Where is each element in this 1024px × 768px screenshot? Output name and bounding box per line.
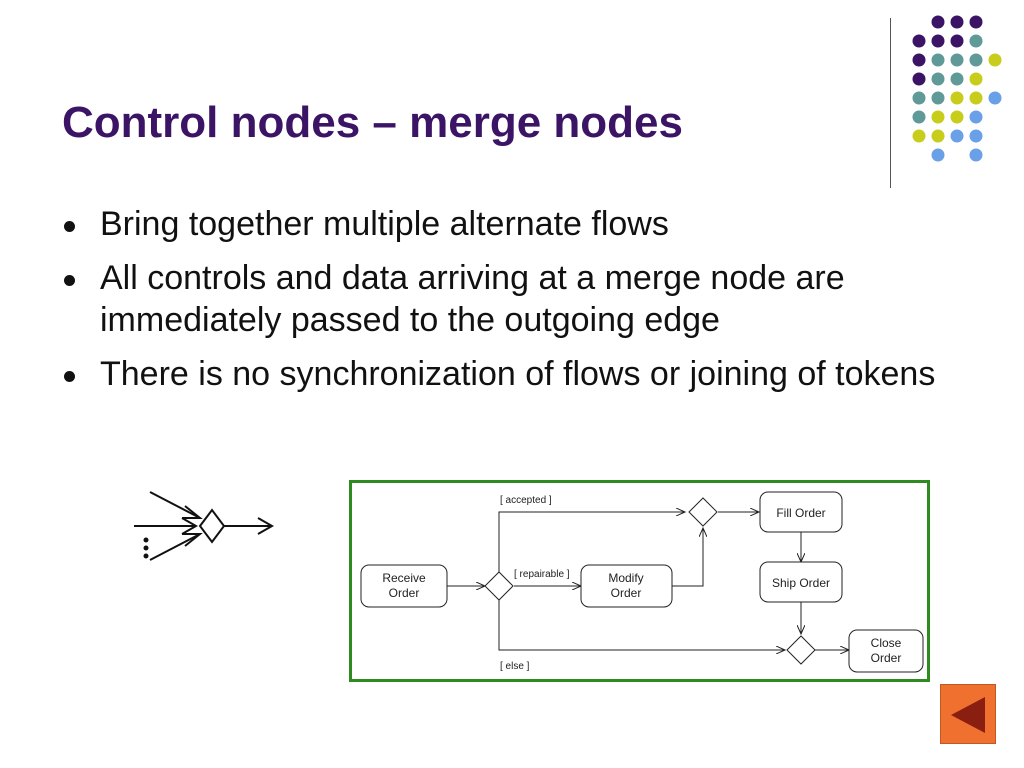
receive-order-label-1: Receive bbox=[382, 571, 426, 585]
decorative-dot bbox=[931, 110, 945, 124]
merge-node-close-icon bbox=[786, 635, 816, 665]
title-divider bbox=[890, 18, 891, 188]
decorative-dot bbox=[912, 53, 926, 67]
fill-order-label: Fill Order bbox=[776, 506, 825, 520]
bullet-text: Bring together multiple alternate flows bbox=[100, 205, 669, 243]
decorative-dot bbox=[950, 53, 964, 67]
close-order-label-2: Order bbox=[871, 651, 902, 665]
decorative-dot bbox=[950, 34, 964, 48]
decorative-dot-grid bbox=[912, 15, 1002, 162]
bullet-list: Bring together multiple alternate flows … bbox=[62, 203, 982, 407]
decorative-dot bbox=[969, 15, 983, 29]
decorative-dot bbox=[931, 34, 945, 48]
fill-order-node bbox=[759, 491, 843, 533]
bullet-item: There is no synchronization of flows or … bbox=[62, 353, 982, 395]
decorative-dot bbox=[950, 15, 964, 29]
merge-node-accepted-icon bbox=[688, 497, 718, 527]
decorative-dot bbox=[931, 148, 945, 162]
decorative-dot bbox=[912, 34, 926, 48]
guard-else: [ else ] bbox=[500, 661, 530, 672]
decorative-dot bbox=[931, 15, 945, 29]
decorative-dot bbox=[912, 129, 926, 143]
decorative-dot bbox=[931, 72, 945, 86]
order-activity-diagram: Receive Order Modify Order Fill Order Sh… bbox=[349, 480, 930, 682]
decorative-dot bbox=[969, 110, 983, 124]
receive-order-label-2: Order bbox=[389, 586, 420, 600]
decorative-dot bbox=[969, 91, 983, 105]
decorative-dot bbox=[950, 110, 964, 124]
bullet-text: There is no synchronization of flows or … bbox=[100, 355, 936, 393]
bullet-item: Bring together multiple alternate flows bbox=[62, 203, 982, 245]
ship-order-label: Ship Order bbox=[772, 576, 830, 590]
guard-accepted: [ accepted ] bbox=[500, 495, 552, 506]
modify-order-label-2: Order bbox=[611, 586, 642, 600]
decorative-dot bbox=[988, 91, 1002, 105]
receive-order-node bbox=[360, 564, 448, 608]
bullet-item: All controls and data arriving at a merg… bbox=[62, 257, 982, 341]
previous-slide-button[interactable] bbox=[940, 684, 996, 744]
slide-title: Control nodes – merge nodes bbox=[62, 98, 683, 147]
triangle-left-icon bbox=[951, 697, 985, 733]
decorative-dot bbox=[969, 129, 983, 143]
decorative-dot bbox=[969, 72, 983, 86]
bullet-dot-icon bbox=[64, 275, 75, 286]
decorative-dot bbox=[931, 91, 945, 105]
decorative-dot bbox=[931, 129, 945, 143]
decorative-dot bbox=[950, 72, 964, 86]
decorative-dot bbox=[950, 129, 964, 143]
close-order-label-1: Close bbox=[871, 636, 902, 650]
merge-node-symbol-icon bbox=[134, 491, 275, 561]
bullet-dot-icon bbox=[64, 371, 75, 382]
decorative-dot bbox=[912, 72, 926, 86]
decorative-dot bbox=[950, 91, 964, 105]
decorative-dot bbox=[912, 91, 926, 105]
decorative-dot bbox=[969, 34, 983, 48]
decision-node-icon bbox=[484, 571, 514, 601]
bullet-text: All controls and data arriving at a merg… bbox=[100, 259, 845, 339]
modify-order-node bbox=[580, 564, 673, 608]
close-order-node bbox=[848, 629, 924, 673]
decorative-dot bbox=[931, 53, 945, 67]
bullet-dot-icon bbox=[64, 221, 75, 232]
guard-repairable: [ repairable ] bbox=[514, 569, 570, 580]
modify-order-label-1: Modify bbox=[608, 571, 643, 585]
decorative-dot bbox=[969, 148, 983, 162]
decorative-dot bbox=[988, 53, 1002, 67]
decorative-dot bbox=[969, 53, 983, 67]
ship-order-node bbox=[759, 561, 843, 603]
decorative-dot bbox=[912, 110, 926, 124]
